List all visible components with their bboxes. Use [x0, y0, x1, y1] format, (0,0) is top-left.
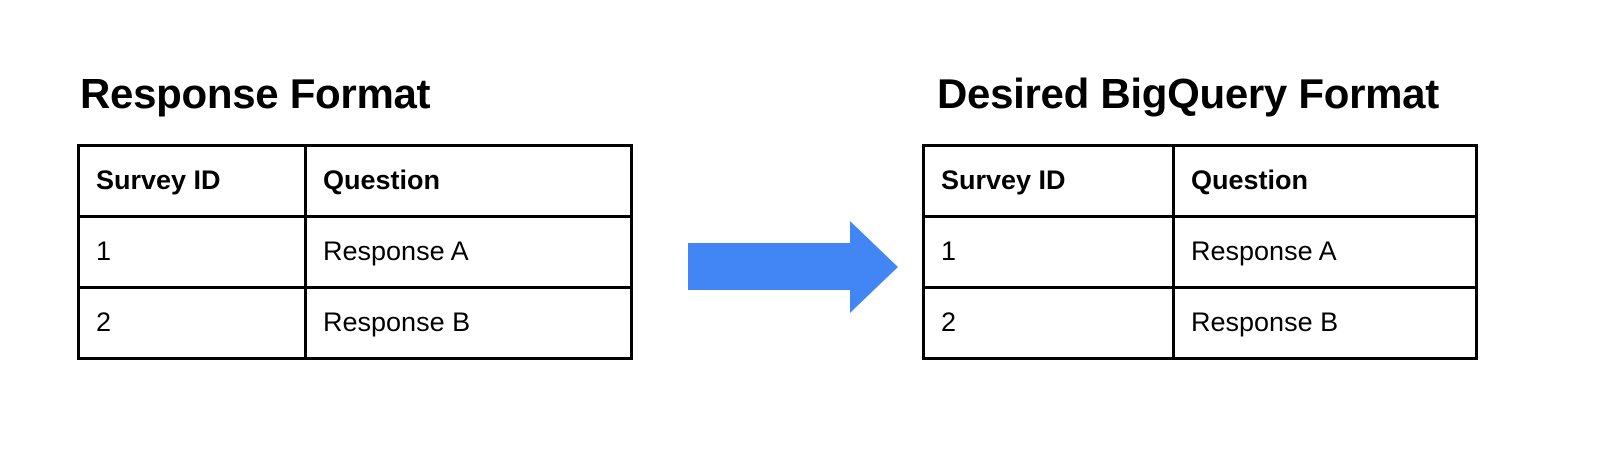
table-row: 2 Response B: [922, 286, 1478, 360]
table-header-row: Survey ID Question: [922, 144, 1478, 218]
desired-bigquery-format-panel: Desired BigQuery Format Survey ID Questi…: [922, 0, 1478, 468]
cell-question: Response A: [304, 215, 633, 289]
table-row: 1 Response A: [77, 215, 633, 289]
page-title-desired-bigquery-format: Desired BigQuery Format: [937, 70, 1439, 117]
cell-survey-id: 2: [922, 286, 1175, 360]
cell-survey-id: 2: [77, 286, 307, 360]
column-header-question: Question: [1172, 144, 1478, 218]
desired-bigquery-format-table: Survey ID Question 1 Response A 2 Respon…: [922, 144, 1478, 360]
column-header-survey-id: Survey ID: [922, 144, 1175, 218]
column-header-question: Question: [304, 144, 633, 218]
table-row: 2 Response B: [77, 286, 633, 360]
cell-question: Response B: [1172, 286, 1478, 360]
cell-survey-id: 1: [77, 215, 307, 289]
cell-survey-id: 1: [922, 215, 1175, 289]
page-title-response-format: Response Format: [80, 70, 431, 117]
cell-question: Response B: [304, 286, 633, 360]
response-format-panel: Response Format Survey ID Question 1 Res…: [77, 0, 633, 468]
response-format-table: Survey ID Question 1 Response A 2 Respon…: [77, 144, 633, 360]
table-row: 1 Response A: [922, 215, 1478, 289]
table-header-row: Survey ID Question: [77, 144, 633, 218]
right-arrow-icon: [686, 218, 900, 316]
column-header-survey-id: Survey ID: [77, 144, 307, 218]
cell-question: Response A: [1172, 215, 1478, 289]
